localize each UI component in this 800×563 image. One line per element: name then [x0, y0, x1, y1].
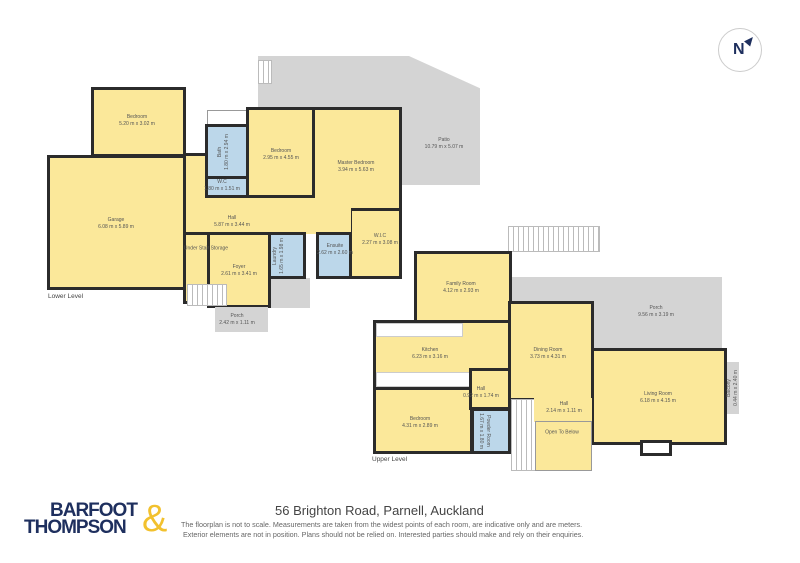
label-open-to-below: Open To Below — [545, 429, 579, 436]
address-title: 56 Brighton Road, Parnell, Auckland — [275, 503, 484, 518]
upper-level-label: Upper Level — [372, 456, 408, 463]
room-garage — [47, 155, 187, 290]
patio-stairs — [258, 60, 272, 84]
logo-ampersand: & — [142, 498, 168, 540]
north-compass-icon: N — [718, 28, 762, 72]
foyer-stairs — [187, 284, 227, 306]
room-open-to-below — [535, 421, 592, 471]
side-path — [270, 278, 310, 308]
deck-stairs — [508, 226, 600, 252]
upper-stairs — [511, 399, 536, 471]
fireplace — [640, 440, 672, 456]
logo-line1: BARFOOT — [50, 500, 138, 521]
disclaimer-line2: Exterior elements are not in position. P… — [183, 530, 584, 539]
room-master-bedroom — [312, 107, 402, 212]
brand-logo: BARFOOT THOMPSON & — [24, 498, 179, 542]
porch-lower — [215, 307, 268, 332]
compass-label: N — [733, 41, 745, 58]
room-ensuite — [316, 232, 352, 279]
room-living — [591, 348, 727, 445]
label-under-stair-storage: Under Stair Storage — [183, 245, 229, 252]
room-hall-upper — [534, 398, 592, 422]
lower-level-label: Lower Level — [48, 293, 84, 300]
logo-line2: THOMPSON — [24, 517, 127, 538]
room-foyer — [207, 232, 271, 308]
room-dining — [508, 301, 594, 401]
balcony — [727, 362, 739, 414]
room-powder — [471, 408, 511, 454]
room-bedroom-2 — [246, 107, 315, 198]
disclaimer-line1: The floorplan is not to scale. Measureme… — [181, 520, 583, 529]
corridor — [265, 198, 351, 234]
kitchen-bench — [376, 323, 463, 337]
kitchen-bench-lower — [376, 372, 471, 387]
